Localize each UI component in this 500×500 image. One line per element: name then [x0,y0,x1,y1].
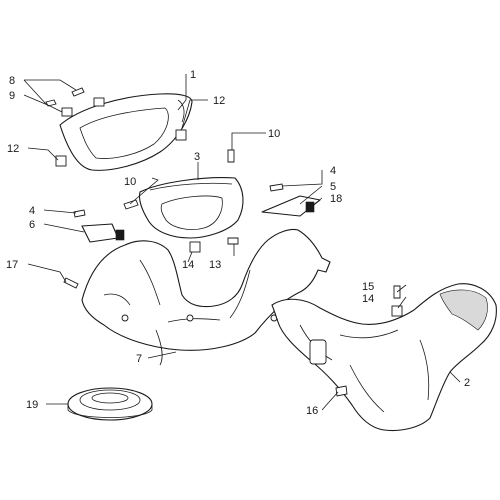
callout-19: 19 [26,399,38,411]
callout-18: 18 [330,193,342,205]
callout-13: 13 [209,259,221,271]
callout-10-upper: 10 [268,128,280,140]
clip-part-12-right [175,129,187,141]
part-1-upper-cover [59,93,193,171]
clip-part-9 [61,107,73,117]
clip-part-12-left [55,155,67,167]
part-2-rear-cover [271,283,497,432]
callout-6: 6 [29,219,35,231]
callout-14-left: 14 [182,259,194,271]
callout-10-lower: 10 [124,176,136,188]
callout-17: 17 [6,259,18,271]
callout-12-left: 12 [7,143,19,155]
callout-4-left: 4 [29,205,35,217]
part-19-round-cap [67,387,153,421]
clip-part-8 [93,97,105,107]
callout-16: 16 [306,405,318,417]
hardware-pieces [45,87,403,397]
leader-lines [23,74,461,411]
part-3-panel-cover [138,177,244,239]
callout-4-right: 4 [330,165,336,177]
screw-17 [63,277,79,289]
screw-8 [71,87,85,97]
callout-15: 15 [362,281,374,293]
screw-4-left [73,209,86,218]
screw-13 [227,237,239,245]
callout-7: 7 [136,353,142,365]
callout-14-right: 14 [362,293,374,305]
part-5-right-bracket [261,195,321,217]
callout-1: 1 [190,69,196,81]
callout-9: 9 [9,90,15,102]
screw-10-upper [227,149,235,163]
callout-5: 5 [330,181,336,193]
callout-labels: 1 2 3 4 4 5 6 7 8 9 10 10 12 12 13 14 14… [6,69,470,417]
callout-2: 2 [464,377,470,389]
part-7-front-cover [81,228,331,366]
part-6-left-bracket [81,223,125,243]
callout-12-right: 12 [213,95,225,107]
callout-3: 3 [194,151,200,163]
clip-part-14-right [391,305,403,317]
screw-4-right [269,183,284,192]
callout-8: 8 [9,75,15,87]
clip-part-14-left [189,241,201,253]
screw-10-lower [123,199,139,210]
screw-16 [335,385,348,397]
